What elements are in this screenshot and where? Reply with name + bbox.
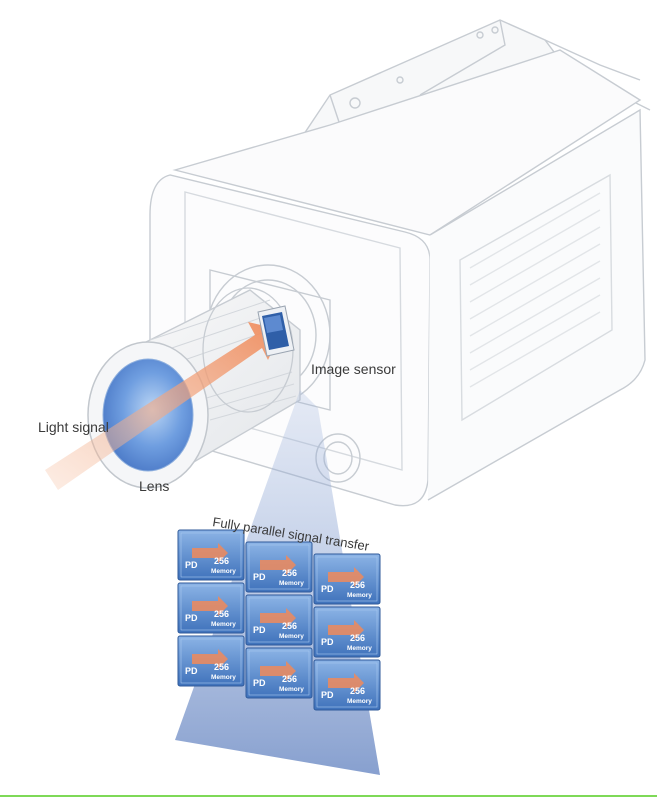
memory-count-label: 256 [214,662,229,672]
memory-label: Memory [347,698,372,705]
memory-label: Memory [211,621,236,628]
pd-label: PD [185,666,198,676]
memory-label: Memory [347,645,372,652]
memory-label: Memory [279,580,304,587]
transfer-arrow [328,620,364,640]
memory-label: Memory [211,568,236,575]
pd-label: PD [185,613,198,623]
memory-count-label: 256 [214,556,229,566]
transfer-arrow [260,555,296,575]
memory-count-label: 256 [350,580,365,590]
pd-label: PD [253,572,266,582]
transfer-arrow [260,608,296,628]
memory-count-label: 256 [282,674,297,684]
memory-label: Memory [211,674,236,681]
memory-label: Memory [347,592,372,599]
transfer-arrow [260,661,296,681]
image-sensor [257,305,295,357]
memory-count-label: 256 [350,633,365,643]
transfer-arrow [192,543,228,563]
memory-count-label: 256 [282,568,297,578]
memory-count-label: 256 [214,609,229,619]
pd-label: PD [321,690,334,700]
pd-label: PD [253,625,266,635]
transfer-arrow [192,649,228,669]
lens-label: Lens [139,478,169,494]
pd-label: PD [321,584,334,594]
pd-label: PD [321,637,334,647]
light-signal-arrow [45,322,282,490]
transfer-arrow [328,567,364,587]
pd-label: PD [185,560,198,570]
memory-label: Memory [279,686,304,693]
memory-count-label: 256 [350,686,365,696]
transfer-arrow [192,596,228,616]
pd-label: PD [253,678,266,688]
light-signal-label: Light signal [38,419,109,435]
memory-count-label: 256 [282,621,297,631]
image-sensor-label: Image sensor [311,361,396,377]
memory-label: Memory [279,633,304,640]
transfer-arrow [328,673,364,693]
